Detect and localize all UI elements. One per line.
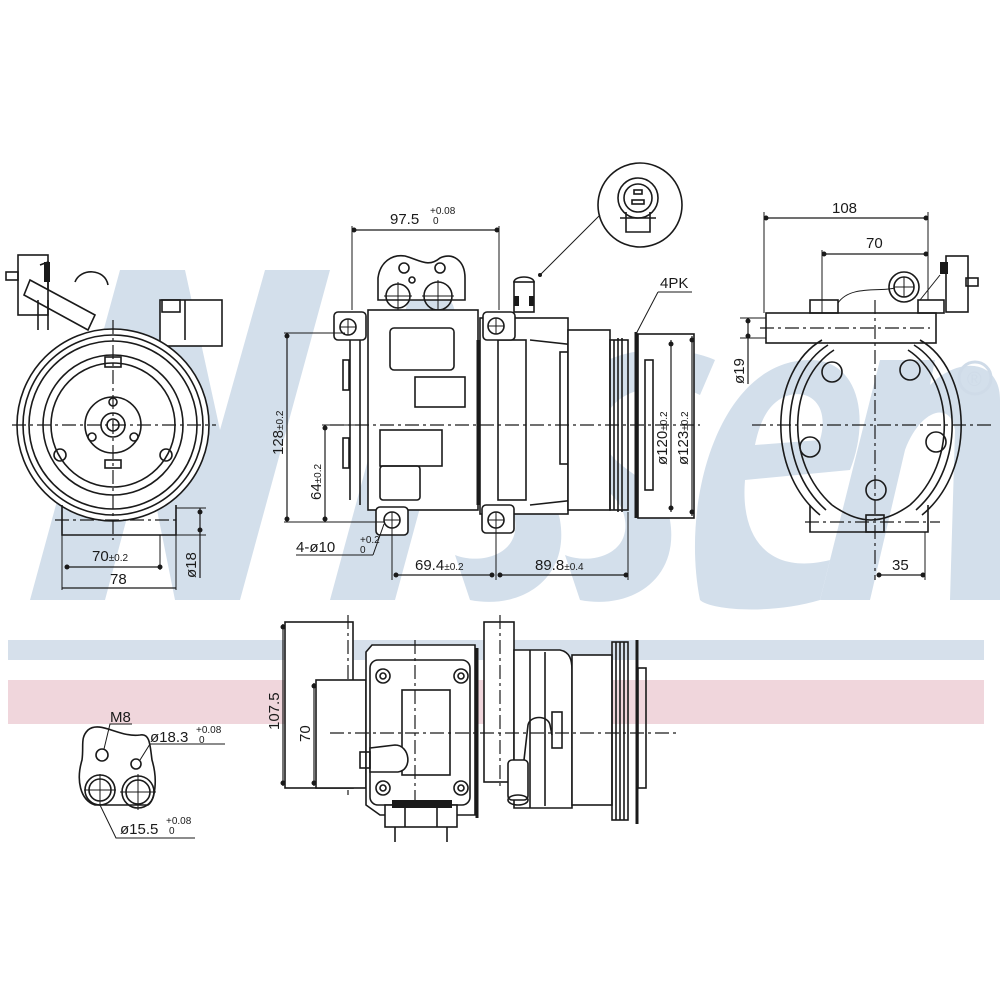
side-view-dimensions: 97.5 +0.08 0 128±0.2 64±0.2 4-ø10 +0.2 0… [270, 206, 695, 580]
svg-text:0: 0 [360, 545, 366, 556]
svg-text:ø120±0.2: ø120±0.2 [654, 411, 671, 465]
dim-d18-3: ø18.3 [150, 729, 188, 746]
front-view-clutch [5, 254, 223, 540]
connector-detail-bubble [538, 162, 683, 277]
dim-78: 78 [110, 571, 127, 588]
svg-text:4-ø10: 4-ø10 [296, 539, 335, 556]
svg-text:ø123±0.2: ø123±0.2 [675, 411, 692, 465]
svg-text:0: 0 [433, 216, 439, 227]
dim-d18: ø18 [183, 552, 200, 578]
side-view-compressor [330, 254, 700, 536]
svg-text:69.4±0.2: 69.4±0.2 [415, 557, 464, 574]
front-view-dimensions: 70±0.2 78 ø18 [61, 507, 206, 590]
dim-35: 35 [892, 557, 909, 574]
pulley-4pk-label: 4PK [660, 275, 688, 292]
registered-mark: ® [967, 369, 982, 391]
svg-text:0: 0 [199, 735, 205, 746]
svg-text:70±0.2: 70±0.2 [92, 548, 129, 565]
dim-108: 108 [832, 200, 857, 217]
svg-text:89.8±0.4: 89.8±0.4 [535, 557, 584, 574]
svg-text:97.5: 97.5 [390, 211, 419, 228]
dim-70-top: 70 [297, 725, 314, 742]
svg-text:+0.08: +0.08 [166, 816, 192, 827]
svg-text:+0.2: +0.2 [360, 535, 380, 546]
dim-d15-5: ø15.5 [120, 821, 158, 838]
dim-107-5: 107.5 [266, 692, 283, 730]
top-view-dimensions: 107.5 70 [266, 624, 317, 786]
svg-text:64±0.2: 64±0.2 [308, 463, 325, 500]
port-detail: M8 ø18.3 +0.08 0 ø15.5 +0.08 0 [78, 709, 225, 839]
dim-70-rear: 70 [866, 235, 883, 252]
dim-d19: ø19 [731, 358, 748, 384]
dim-m8: M8 [110, 709, 131, 726]
svg-text:+0.08: +0.08 [196, 725, 222, 736]
rear-view-compressor [752, 255, 995, 580]
svg-text:+0.08: +0.08 [430, 206, 456, 217]
svg-text:128±0.2: 128±0.2 [270, 410, 287, 455]
svg-text:0: 0 [169, 826, 175, 837]
rear-view-dimensions: 108 70 ø19 35 [731, 200, 929, 580]
top-view-compressor [284, 615, 680, 842]
